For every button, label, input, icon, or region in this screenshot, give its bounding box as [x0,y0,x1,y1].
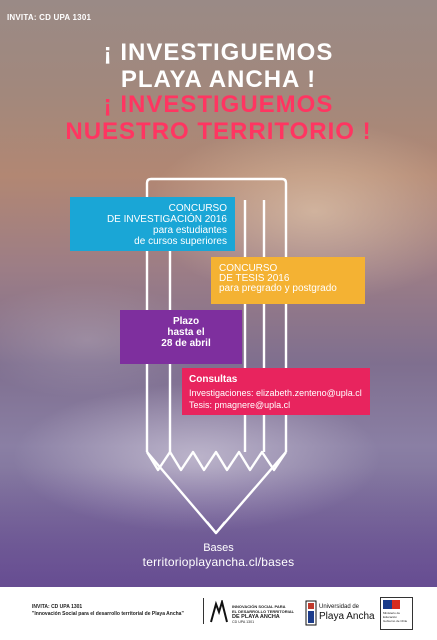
headline-line-4: NUESTRO TERRITORIO ! [65,118,372,145]
contact-title: Consultas [189,374,238,385]
contest-thesis-name: DE TESIS 2016 [219,273,290,284]
upla-line-2: Playa Ancha [319,611,375,622]
upla-crest-icon [305,600,317,626]
contest-research-box: CONCURSO DE INVESTIGACIÓN 2016 para estu… [70,197,235,251]
footer-invita: INVITA: CD UPA 1301 "Innovación Social p… [32,604,184,618]
headline-pink: ¡ INVESTIGUEMOS NUESTRO TERRITORIO ! [0,91,437,145]
inno-line-2: EL DESARROLLO TERRITORIAL [232,609,295,614]
innovation-social-text: INNOVACIÓN SOCIAL PARA EL DESARROLLO TER… [232,604,298,625]
footer-divider [203,598,204,624]
contest-research-audience-1: para estudiantes [153,225,227,236]
inno-line-1: INNOVACIÓN SOCIAL PARA [232,604,286,609]
ministry-education-logo: Ministerio de Educación Gobierno de Chil… [380,597,413,630]
headline-line-1: ¡ INVESTIGUEMOS [103,39,334,66]
upla-line-1: Universidad de [319,604,360,610]
headline-line-2: PLAYA ANCHA ! [120,66,317,93]
pencil-tip-zigzag [145,450,287,472]
bases-link[interactable]: territorioplayancha.cl/bases [142,555,295,569]
contest-research-title: CONCURSO [168,203,227,214]
inno-line-3: DE PLAYA ANCHA [232,614,280,620]
pencil-tip-lead [206,521,226,535]
flag-blue-icon [383,600,392,609]
contest-thesis-audience: para pregrado y postgrado [219,283,337,294]
ministry-text: Ministerio de Educación Gobierno de Chil… [383,611,411,623]
footer-invita-title: INVITA: CD UPA 1301 [32,604,83,610]
deadline-date: 28 de abril [161,338,211,349]
contest-research-audience-2: de cursos superiores [134,236,227,247]
flag-red-icon [392,600,400,609]
contact-box: Consultas Investigaciones: elizabeth.zen… [182,368,370,415]
deadline-box: Plazo hasta el 28 de abril [120,310,242,364]
innovation-social-logo-icon [210,600,228,623]
deadline-until: hasta el [167,327,205,338]
pencil-eraser [145,177,288,197]
contest-research-name: DE INVESTIGACIÓN 2016 [106,214,227,225]
ministry-line-3: Gobierno de Chile [383,619,408,623]
bases-label: Bases [203,542,234,554]
headline-line-3: ¡ INVESTIGUEMOS [103,91,334,118]
contest-thesis-box: CONCURSO DE TESIS 2016 para pregrado y p… [211,257,365,304]
upla-logo-text: Universidad de Playa Ancha [319,604,375,622]
pencil-tip-outline [146,451,287,535]
contact-thesis-email[interactable]: Tesis: pmagnere@upla.cl [189,400,291,410]
deadline-label: Plazo [172,316,200,327]
ministry-line-1: Ministerio de [383,611,401,615]
inno-line-4: CD UPA 1301 [232,620,255,624]
invita-label: INVITA: CD UPA 1301 [7,13,92,22]
footer-invita-subtitle: "Innovación Social para el desarrollo te… [32,611,184,617]
contact-research-email[interactable]: Investigaciones: elizabeth.zenteno@upla.… [189,388,362,398]
headline-white: ¡ INVESTIGUEMOS PLAYA ANCHA ! [0,39,437,93]
ministry-line-2: Educación [383,615,398,619]
contest-thesis-title: CONCURSO [219,263,278,274]
